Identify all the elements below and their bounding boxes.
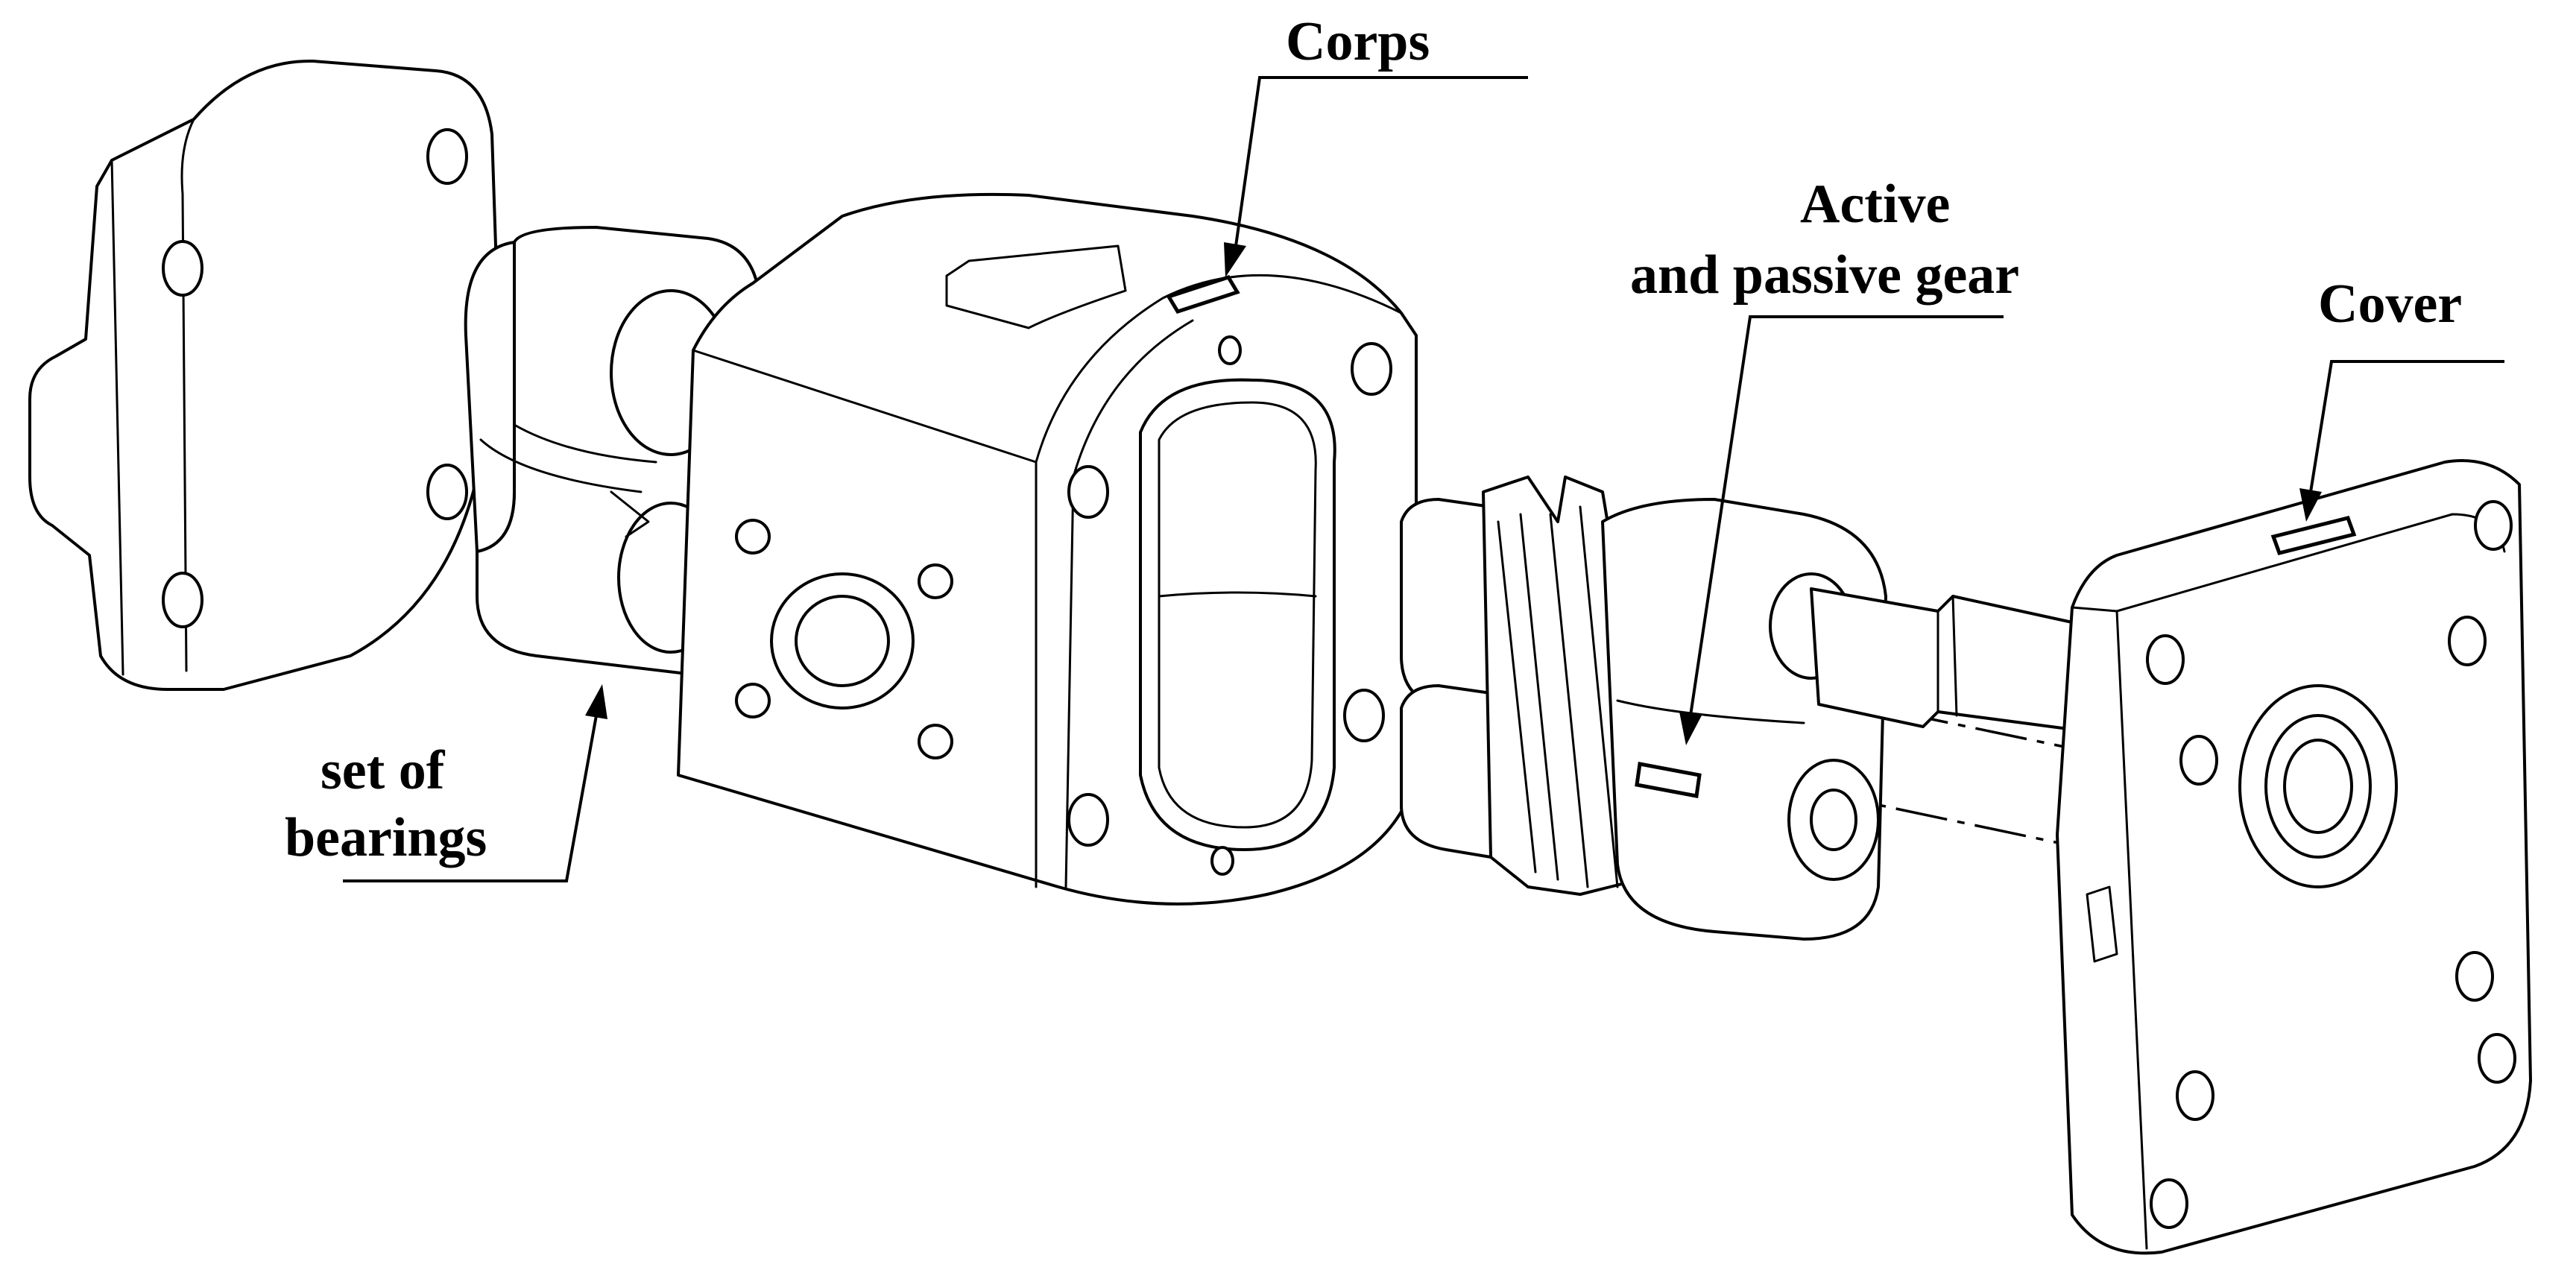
cover-label: Cover (2318, 274, 2462, 335)
pump-body (677, 192, 1418, 906)
cover-arrow (2299, 488, 2322, 522)
gear-assembly (1400, 476, 2081, 941)
cover-leader-line (2309, 360, 2504, 493)
cover-marker (2270, 516, 2357, 555)
rear-cover (28, 59, 498, 691)
gear-arrow (1679, 712, 1702, 745)
front-cover (2056, 459, 2532, 1255)
corps-marker (1166, 275, 1240, 314)
corps-leader-line (1234, 76, 1528, 247)
corps-callout: Corps (1166, 11, 1528, 314)
bearings-callout: set of bearings (285, 684, 607, 882)
bearings-leader-line (343, 715, 598, 882)
gear-leader-line (1689, 315, 2004, 716)
gear-label-line1: Active (1800, 174, 1950, 235)
cover-callout: Cover (2270, 274, 2504, 555)
gear-callout: Active and passive gear (1630, 174, 2019, 798)
corps-arrow (1224, 242, 1246, 277)
gear-marker (1635, 762, 1702, 798)
bearings-arrow (585, 684, 607, 719)
bearings-label-line1: set of (321, 740, 446, 801)
corps-label: Corps (1286, 11, 1430, 72)
gear-label-line2: and passive gear (1630, 244, 2019, 306)
bearings-label-line2: bearings (285, 807, 487, 868)
